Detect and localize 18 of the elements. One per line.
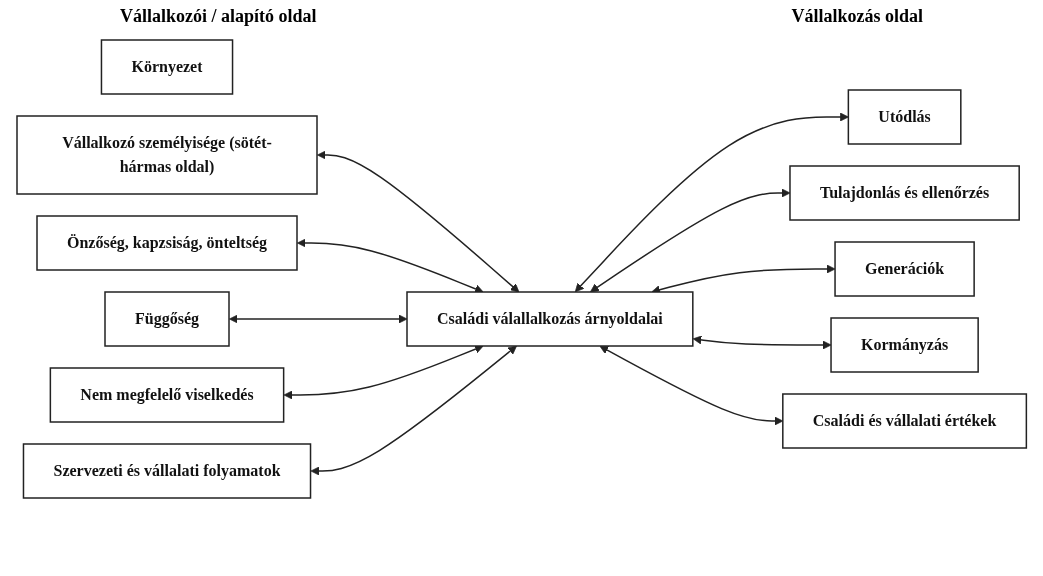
side-heading: Vállalkozói / alapító oldal (120, 6, 317, 28)
side-heading: Vállalkozás oldal (791, 6, 923, 28)
node-box: Kormányzás (830, 317, 979, 373)
node-box: Családi és vállalati értékek (781, 393, 1027, 449)
node-box: Szervezeti és vállalati folyamatok (22, 443, 312, 499)
node-box: Családi válallalkozás árnyoldalai (406, 291, 694, 347)
node-box: Függőség (104, 291, 230, 347)
arrow (310, 345, 517, 476)
node-box: Utódlás (847, 89, 962, 145)
node-box: Nem megfelelő viselkedés (49, 367, 285, 423)
arrow (316, 150, 520, 293)
node-box: Környezet (100, 39, 234, 95)
arrow (574, 112, 849, 293)
node-box: Vállalkozó személyisége (sötét-hármas oldal) (16, 115, 318, 195)
node-box: Generációk (834, 241, 975, 297)
node-box: Önzőség, kapzsiság, önteltség (36, 215, 298, 271)
arrow (296, 238, 484, 294)
node-box: Tulajdonlás és ellenőrzés (789, 165, 1020, 221)
